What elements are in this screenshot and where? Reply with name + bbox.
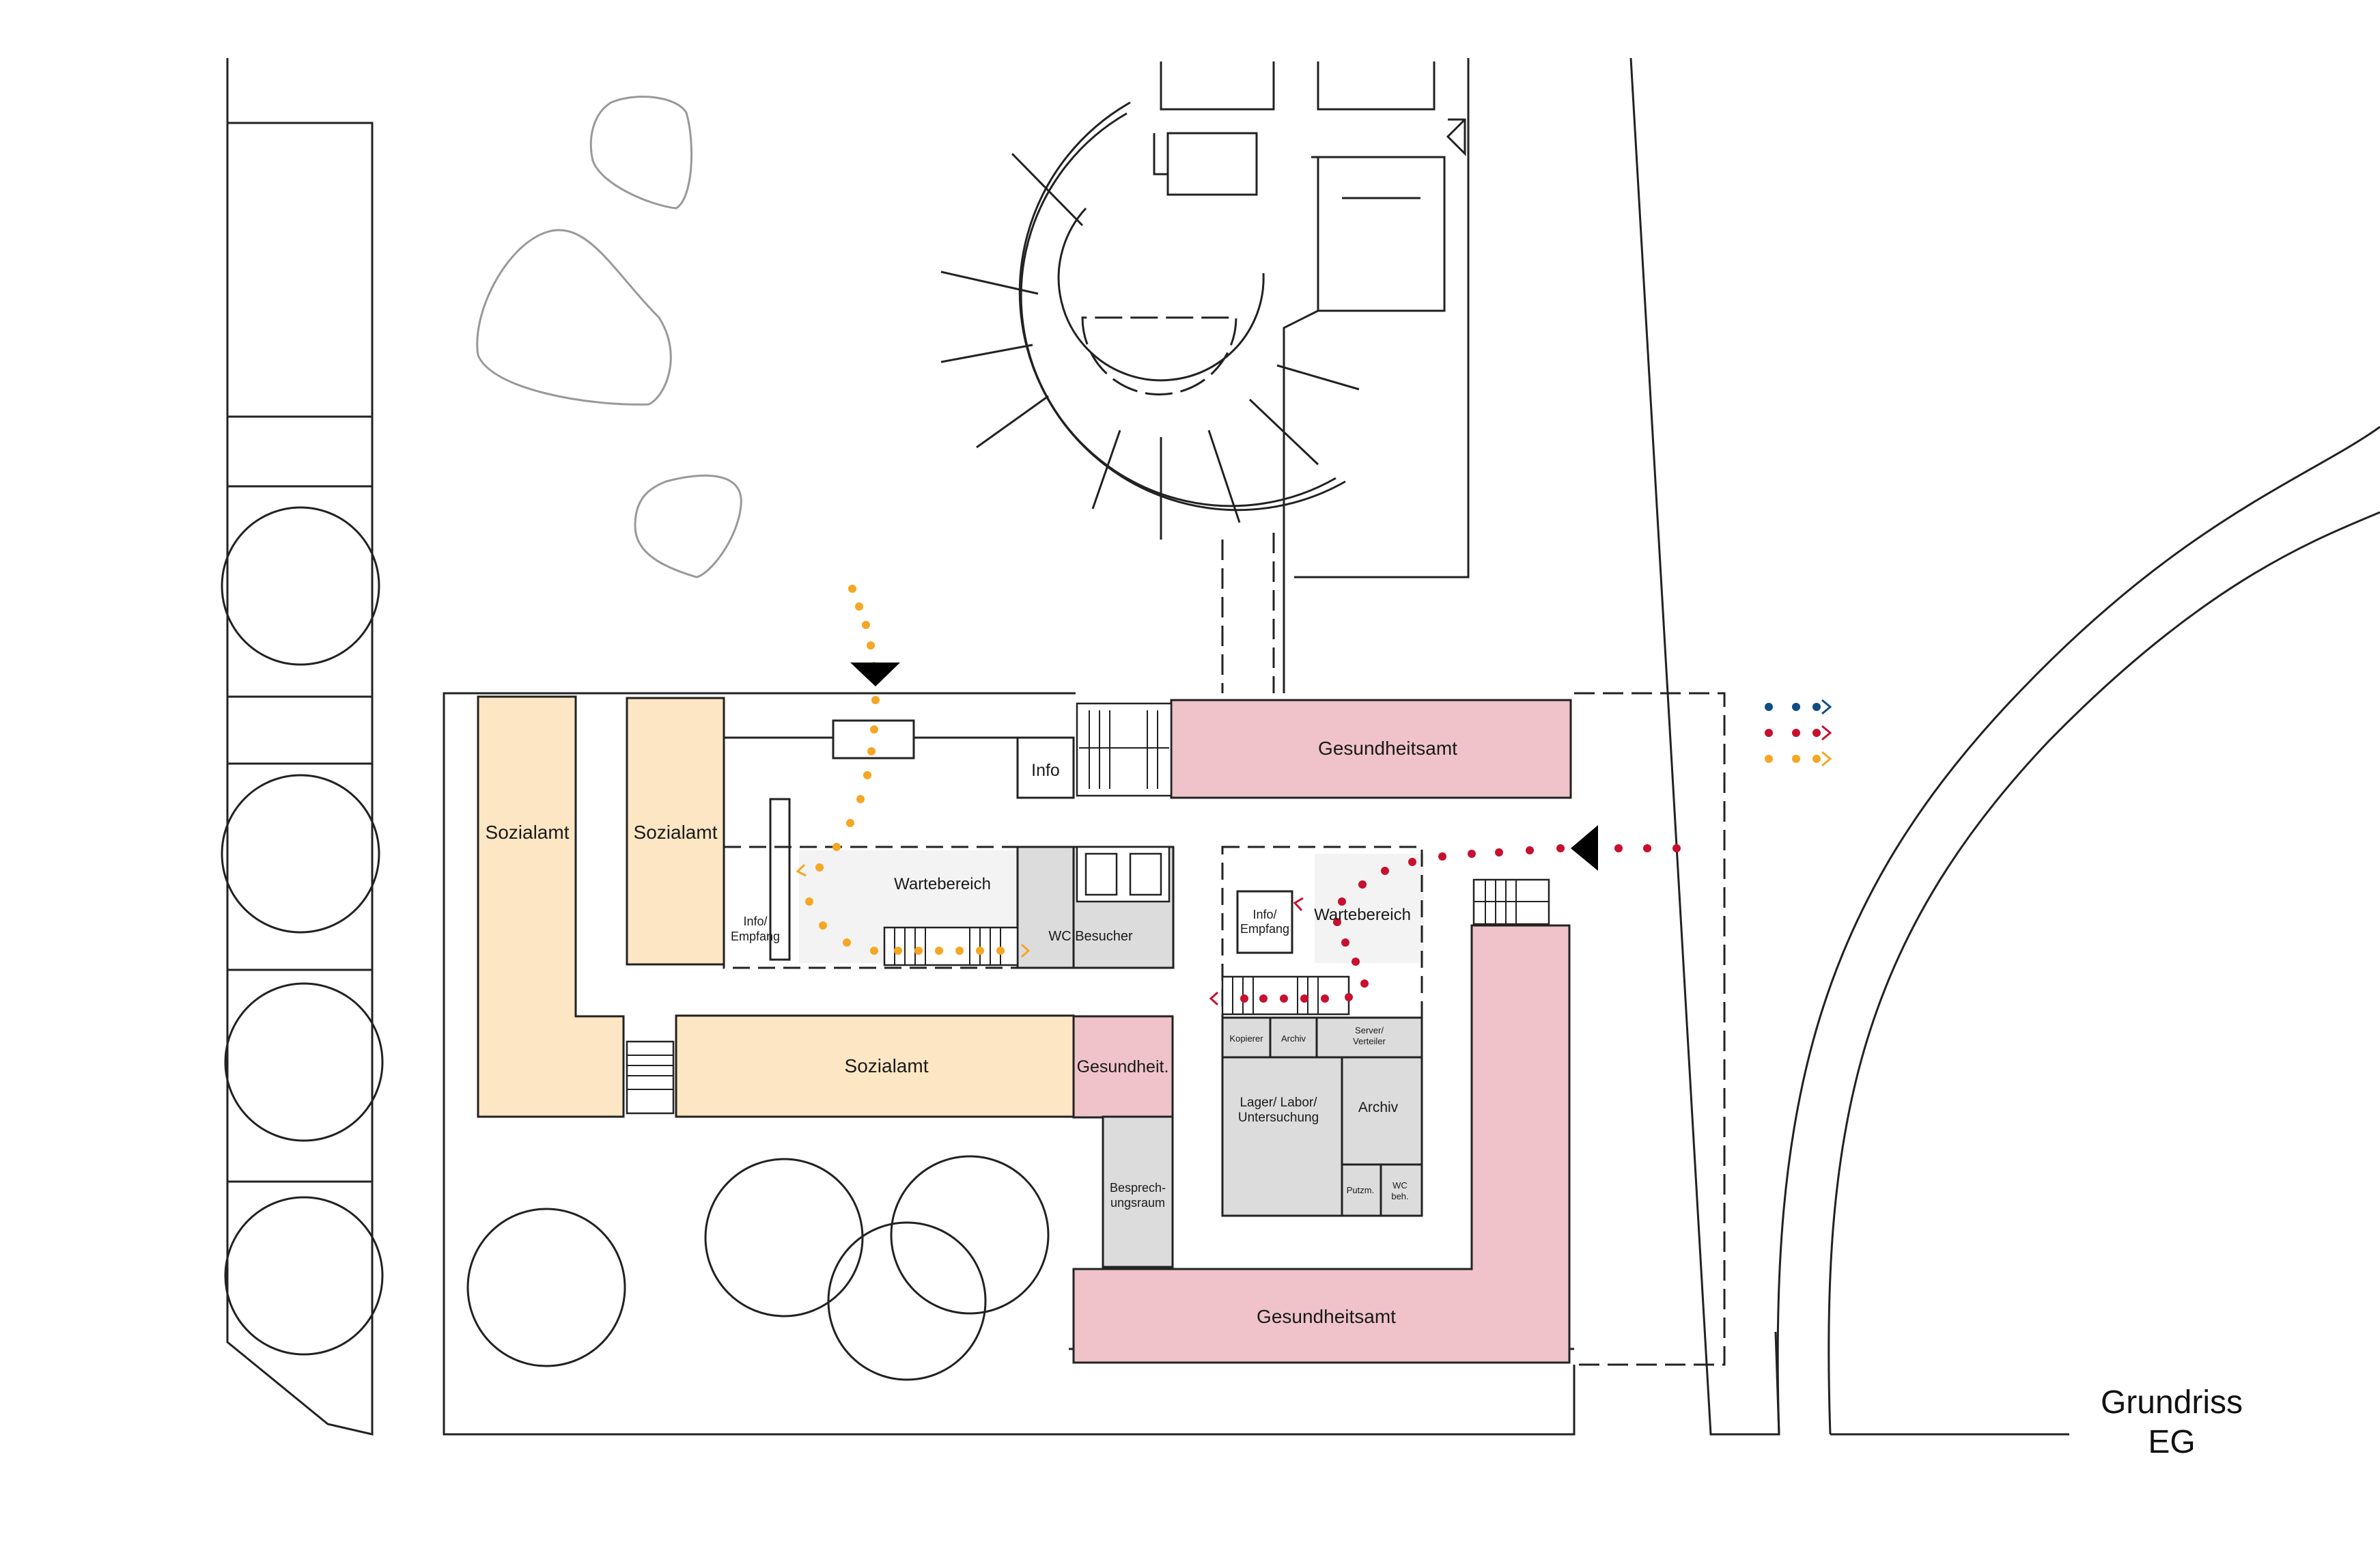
- room-labels: Sozialamt Sozialamt Sozialamt Gesundheit…: [486, 738, 1458, 1327]
- label-lager-b: Untersuchung: [1238, 1111, 1319, 1125]
- label-sozialamt-mid: Sozialamt: [634, 822, 718, 843]
- plan-title: Grundriss EG: [2035, 1383, 2308, 1462]
- stair-south-west: [626, 1040, 675, 1115]
- waiting-area-2: [1315, 854, 1424, 963]
- landscape: [221, 96, 1050, 1381]
- entrance-arrow-north: [850, 663, 900, 686]
- legend-blue: [1765, 699, 1832, 715]
- label-info-empfang-1b: Empfang: [731, 930, 780, 943]
- site-context: [226, 57, 2380, 1436]
- bush-shape: [589, 96, 693, 210]
- entrance-arrow-east: [1571, 825, 1598, 871]
- elevator: [1076, 846, 1171, 903]
- plan-title-line2: EG: [2148, 1424, 2196, 1460]
- tree: [890, 1155, 1050, 1315]
- plan-title-line1: Grundriss: [2100, 1384, 2243, 1421]
- label-sozialamt-west: Sozialamt: [486, 822, 570, 843]
- round-building: [940, 58, 1470, 693]
- legend: [1765, 699, 1832, 767]
- label-wartebereich-1: Wartebereich: [894, 875, 991, 893]
- path-red: [1209, 844, 1681, 1006]
- path-orange: [796, 585, 1031, 958]
- tree: [466, 1208, 626, 1367]
- label-besprechungsraum-a: Besprech-: [1110, 1181, 1166, 1195]
- label-info-empfang-2a: Info/: [1252, 908, 1276, 921]
- label-gesundheitsamt-north: Gesundheitsamt: [1318, 738, 1457, 759]
- tree: [221, 506, 380, 666]
- bush-shape: [634, 474, 742, 579]
- info-box: [1016, 736, 1075, 799]
- label-wc-beh-b: beh.: [1391, 1191, 1408, 1201]
- label-info-empfang-1a: Info/: [743, 915, 767, 928]
- gesundheit-short: [1072, 1015, 1174, 1119]
- label-wc-besucher: WC Besucher: [1048, 929, 1133, 944]
- label-besprechungsraum-b: ungsraum: [1110, 1196, 1165, 1210]
- label-gesundheitsamt-south: Gesundheitsamt: [1257, 1306, 1396, 1327]
- tree: [221, 774, 380, 934]
- sozialamt-zones: [477, 695, 1075, 1118]
- tree: [224, 1196, 384, 1356]
- label-info-empfang-2b: Empfang: [1240, 922, 1289, 936]
- sozialamt-west: [477, 695, 625, 1118]
- label-kopierer: Kopierer: [1229, 1033, 1263, 1044]
- gesundheitsamt-zones: [1072, 699, 1572, 1364]
- gesundheitsamt-north: [1170, 699, 1572, 799]
- label-gesundheit-short: Gesundheit.: [1077, 1057, 1169, 1076]
- stair-west-1: [883, 926, 1019, 966]
- gesundheitsamt-south: [1072, 924, 1571, 1364]
- legend-red: [1765, 725, 1832, 741]
- info-empfang-1-desk: [769, 798, 791, 961]
- label-putzm: Putzm.: [1347, 1185, 1374, 1195]
- bush-shape: [476, 229, 672, 406]
- label-archiv-small: Archiv: [1281, 1033, 1306, 1044]
- sozialamt-mid: [626, 697, 725, 966]
- sozialamt-south: [675, 1014, 1075, 1118]
- entrance-arrows: [850, 663, 1598, 871]
- besprechungsraum-room: [1102, 1115, 1174, 1268]
- info-empfang-2-desk: [1236, 890, 1293, 954]
- label-archiv: Archiv: [1358, 1100, 1399, 1115]
- dashed-outlines: [723, 846, 1423, 1019]
- label-info: Info: [1031, 761, 1060, 780]
- label-wc-beh-a: WC: [1392, 1180, 1408, 1190]
- stair-north: [1076, 702, 1173, 797]
- label-server-b: Verteiler: [1353, 1036, 1386, 1046]
- label-sozialamt-south: Sozialamt: [845, 1055, 929, 1076]
- tree: [827, 1221, 987, 1381]
- tree: [224, 982, 384, 1142]
- label-wartebereich-2: Wartebereich: [1314, 906, 1411, 924]
- label-lager-a: Lager/ Labor/: [1240, 1096, 1317, 1110]
- tree: [704, 1158, 864, 1318]
- legend-orange: [1765, 751, 1832, 767]
- label-server-a: Server/: [1355, 1025, 1384, 1035]
